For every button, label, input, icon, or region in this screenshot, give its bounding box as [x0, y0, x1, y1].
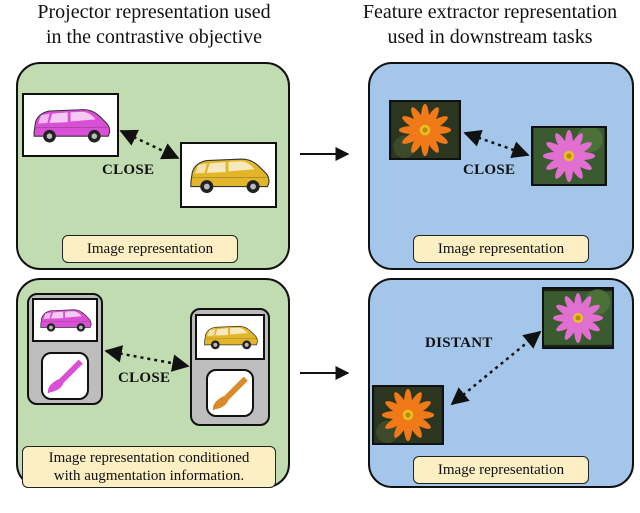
pink-flower-image [531, 126, 607, 186]
label-line2: with augmentation information. [53, 468, 245, 484]
right-heading-line1: Feature extractor representation [362, 1, 618, 23]
relation-label: CLOSE [118, 370, 171, 386]
right-column-heading: Feature extractor representation used in… [340, 0, 640, 50]
left-column-heading: Projector representation used in the con… [4, 0, 304, 50]
paintbrush-icon [212, 376, 248, 411]
conditioned-representation-label: Image representation conditioned with au… [22, 446, 276, 488]
orange-flower-image [372, 385, 444, 445]
orange-flower-icon [391, 102, 459, 158]
minivan-magenta-icon [35, 300, 95, 340]
relation-label: DISTANT [425, 335, 493, 351]
relation-label: CLOSE [463, 162, 516, 178]
pink-flower-icon [533, 128, 605, 184]
representation-label: Image representation [62, 235, 238, 263]
original-car-image [195, 314, 265, 360]
label-line1: Image representation conditioned [48, 450, 250, 466]
pink-flower-image [542, 287, 614, 349]
augmentation-brush-box [206, 369, 254, 417]
pink-flower-icon [544, 289, 612, 345]
left-heading-line2: in the contrastive objective [45, 26, 263, 48]
minivan-magenta-icon [25, 95, 116, 155]
augmentation-brush-box [41, 352, 89, 400]
augmented-car-image [22, 93, 119, 157]
representation-label: Image representation [413, 235, 589, 263]
orange-flower-icon [374, 387, 442, 443]
augmented-car-image [32, 298, 98, 342]
minivan-yellow-icon [198, 316, 262, 358]
right-heading-line2: used in downstream tasks [387, 26, 593, 48]
minivan-yellow-icon [182, 144, 275, 206]
left-heading-line1: Projector representation used [37, 1, 271, 23]
relation-label: CLOSE [102, 162, 155, 178]
representation-label: Image representation [413, 456, 589, 484]
original-car-image [180, 142, 277, 208]
paintbrush-icon [47, 359, 83, 394]
orange-flower-image [389, 100, 461, 160]
